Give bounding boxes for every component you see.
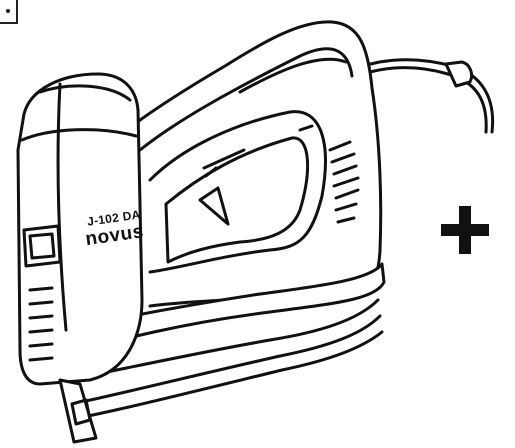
dot-icon xyxy=(6,9,10,13)
base-plate xyxy=(60,262,386,358)
dot-box-icon xyxy=(0,0,18,24)
cord-sleeve xyxy=(444,60,474,88)
grip-ribs xyxy=(328,140,352,152)
trigger-mark xyxy=(204,166,218,178)
nose xyxy=(58,378,98,444)
plus-vertical-bar xyxy=(459,206,471,254)
front-window xyxy=(22,224,62,268)
stapler-head xyxy=(16,72,144,386)
product-badge: J-102 DA novus xyxy=(78,207,145,260)
plus-icon xyxy=(441,206,489,254)
front-ribs xyxy=(28,286,54,292)
